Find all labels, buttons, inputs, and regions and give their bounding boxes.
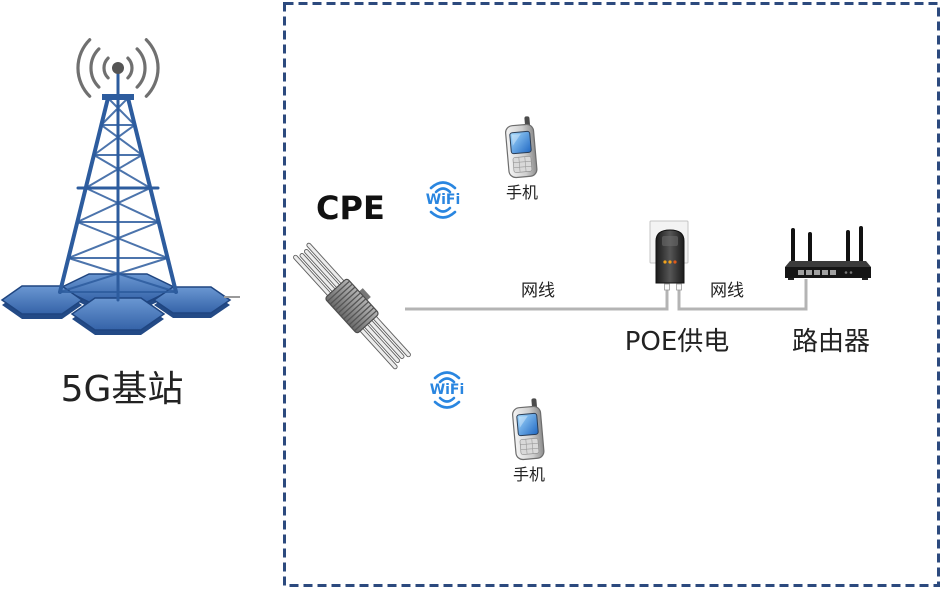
poe-led	[668, 260, 672, 264]
cable-label: 网线	[710, 281, 744, 301]
router-led	[849, 271, 853, 274]
wifi-arc	[429, 210, 457, 219]
router-antenna	[859, 226, 863, 263]
wifi-label: WiFi	[429, 382, 465, 398]
signal-arc	[126, 56, 134, 80]
signal-arc	[89, 47, 101, 89]
signal-arc	[102, 56, 110, 80]
wifi-arc	[429, 181, 457, 190]
tower-diagonal	[84, 187, 160, 223]
cpe-fins	[327, 280, 377, 332]
router-label: 路由器	[791, 327, 870, 357]
tower-diagonal	[100, 97, 129, 126]
wifi-icon	[429, 181, 457, 219]
router-antenna	[808, 232, 812, 263]
router-icon	[785, 226, 871, 280]
cpe-device-icon	[293, 242, 411, 370]
phone-label: 手机	[505, 183, 538, 202]
poe-label: POE供电	[624, 327, 730, 357]
cpe-bracket	[359, 288, 371, 301]
router-foot	[788, 278, 794, 280]
wifi-label: WiFi	[425, 192, 461, 208]
cable-label: 网线	[521, 281, 555, 301]
router-port	[822, 270, 828, 275]
router-top	[785, 261, 871, 267]
tower-diagonal	[76, 187, 152, 223]
router-port	[798, 270, 804, 275]
tower-base	[0, 273, 232, 335]
poe-highlight	[662, 236, 678, 246]
router-led	[844, 271, 848, 274]
wifi-arc	[434, 206, 452, 213]
router-foot	[862, 278, 868, 280]
signal-arc	[144, 38, 160, 98]
tower-diagonal	[67, 257, 177, 293]
router-antenna	[791, 228, 795, 264]
base-platform	[70, 297, 166, 331]
wifi-arc	[438, 377, 456, 384]
tower-diagonal	[92, 124, 136, 156]
router-port	[814, 270, 820, 275]
tower-diagonal	[107, 97, 136, 126]
router-port	[830, 270, 836, 275]
broadcast-dot	[112, 62, 124, 74]
cable-line	[677, 279, 808, 311]
poe-injector-icon	[649, 220, 689, 291]
tower-diagonal	[92, 154, 152, 189]
cpe-label: CPE	[316, 189, 385, 227]
wifi-arc	[434, 187, 452, 194]
tower-leg-right	[126, 96, 178, 294]
tower-diagonal	[100, 124, 144, 156]
wifi-arc	[433, 371, 461, 380]
tower-diagonal	[59, 257, 169, 293]
poe-led	[663, 260, 667, 264]
phone-icon	[510, 397, 546, 461]
tower-leg-left	[58, 96, 110, 294]
router-antenna	[846, 230, 850, 263]
router-port	[806, 270, 812, 275]
tower-diagonal	[84, 154, 144, 189]
cable-line	[405, 287, 669, 311]
network-boundary	[283, 2, 940, 587]
phone-icon	[503, 115, 539, 179]
signal-arc	[135, 47, 147, 89]
tower-diagonal	[76, 221, 169, 259]
base-station-label: 5G基站	[60, 369, 184, 410]
signal-arc	[76, 38, 92, 98]
poe-port	[664, 283, 670, 291]
poe-port	[676, 283, 682, 291]
tower-diagonal	[67, 221, 160, 259]
wifi-icon	[433, 371, 461, 409]
wifi-arc	[433, 400, 461, 409]
wifi-arc	[438, 396, 456, 403]
tower-icon	[0, 38, 232, 335]
poe-led	[673, 260, 677, 264]
phone-label: 手机	[512, 465, 545, 484]
broadcast-icon	[76, 38, 160, 98]
